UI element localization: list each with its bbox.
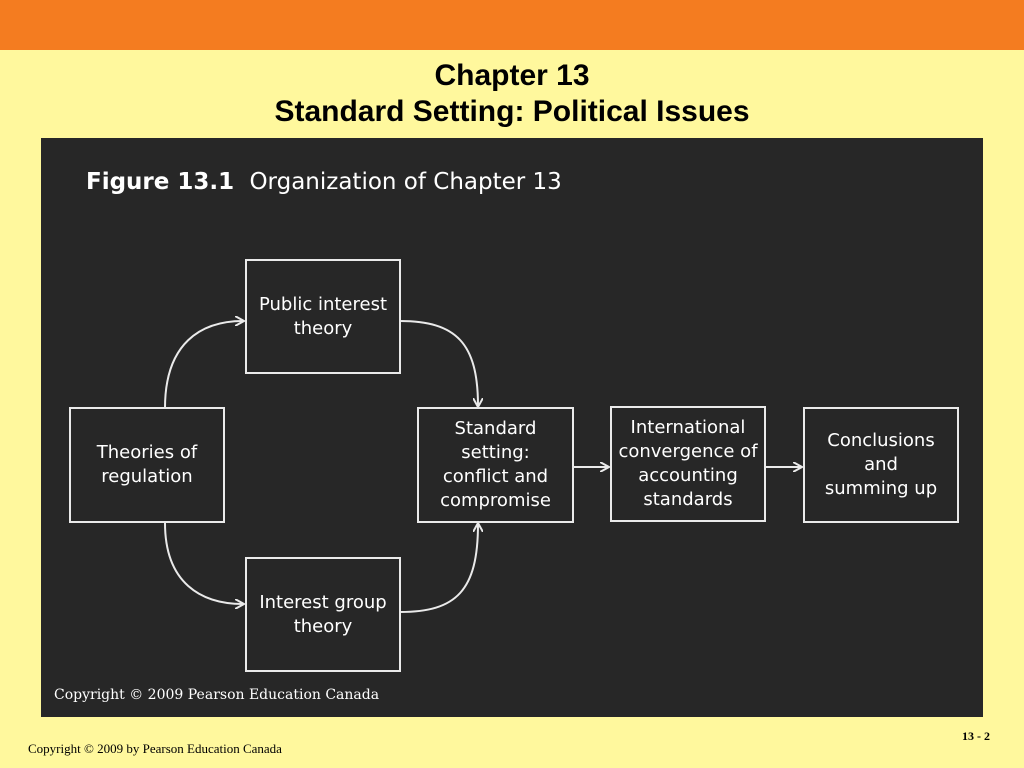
figure-panel: Figure 13.1 Organization of Chapter 13 T…: [41, 138, 983, 717]
node-theories-of-regulation-label: Theories of regulation: [96, 442, 198, 487]
figure-caption: Figure 13.1 Organization of Chapter 13: [86, 169, 562, 195]
arrow-public-interest-to-standard-setting: [399, 320, 478, 406]
footer-copyright: Copyright © 2009 by Pearson Education Ca…: [28, 741, 282, 756]
node-international-convergence-label: International convergence of accounting …: [618, 417, 758, 510]
figure-number: Figure 13.1: [86, 169, 235, 195]
node-standard-setting: Standard setting: conflict and compromis…: [417, 407, 574, 523]
figure-copyright: Copyright © 2009 Pearson Education Canad…: [54, 687, 380, 703]
arrow-theories-to-public-interest: [164, 321, 243, 409]
arrow-theories-to-interest-group: [164, 522, 243, 604]
node-interest-group-theory-label: Interest group theory: [259, 591, 387, 637]
arrow-interest-group-to-standard-setting: [399, 524, 478, 613]
slide-title: Chapter 13 Standard Setting: Political I…: [0, 58, 1024, 130]
node-international-convergence: International convergence of accounting …: [610, 406, 766, 522]
diagram-connectors: [164, 138, 983, 613]
node-conclusions: Conclusions and summing up: [803, 407, 959, 523]
node-interest-group-theory: Interest group theory: [245, 557, 401, 672]
top-accent-bar: [0, 0, 1024, 50]
page-number: 13 - 2: [962, 729, 990, 743]
node-standard-setting-label: Standard setting: conflict and compromis…: [440, 418, 551, 511]
node-public-interest-theory: Public interest theory: [245, 259, 401, 374]
slide-title-line-1: Chapter 13: [434, 59, 590, 92]
figure-caption-text: Organization of Chapter 13: [249, 169, 562, 195]
node-public-interest-theory-label: Public interest theory: [258, 293, 388, 339]
slide-title-line-2: Standard Setting: Political Issues: [274, 95, 750, 128]
node-conclusions-label: Conclusions and summing up: [824, 430, 938, 499]
node-theories-of-regulation: Theories of regulation: [69, 407, 225, 523]
